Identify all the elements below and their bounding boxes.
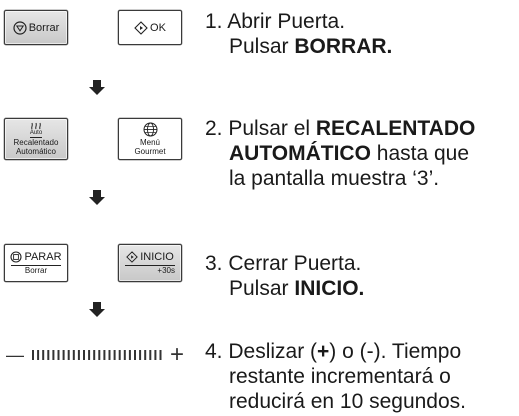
inicio-button[interactable]: INICIO +30s [118, 244, 182, 282]
slider-tick [77, 350, 80, 360]
stop-icon [10, 250, 23, 263]
slider-tick [159, 350, 162, 360]
step-1-text: 1. Abrir Puerta. Pulsar BORRAR. [205, 9, 392, 59]
diamond-start-icon [126, 250, 138, 263]
borrar-button-label: Borrar [28, 21, 60, 34]
slider-tick [37, 350, 40, 360]
slider-tick [47, 350, 50, 360]
touch-slider[interactable]: — + [6, 341, 194, 368]
step-3-line-2: Pulsar INICIO. [229, 277, 365, 300]
arrow-down-icon [89, 302, 105, 317]
slider-tick [88, 350, 91, 360]
slider-tick [139, 350, 142, 360]
recalentado-label: Recalentado [13, 138, 59, 147]
circle-down-triangle-icon [13, 20, 27, 35]
menu-gourmet-button[interactable]: Menú Gourmet [118, 118, 182, 160]
slider-tick [118, 350, 121, 360]
slider-tick [113, 350, 116, 360]
plus-30s-label: +30s [125, 264, 175, 276]
gourmet-label: Gourmet [134, 147, 166, 156]
slider-tick [128, 350, 131, 360]
globe-icon [143, 122, 157, 137]
step-3-line-1: 3. Cerrar Puerta. [205, 252, 362, 275]
slider-tick [62, 350, 65, 360]
slider-tick [32, 350, 34, 360]
step-2-line-2: AUTOMÁTICO hasta que [229, 142, 470, 165]
slider-plus: + [170, 341, 185, 368]
slider-tick [42, 350, 45, 360]
step-4-text: 4. Deslizar (+) o (-). Tiempo restante i… [205, 339, 466, 414]
slider-tick [123, 350, 126, 360]
slider-tick [103, 350, 106, 360]
diamond-start-icon [134, 20, 148, 35]
steam-icon [31, 122, 41, 130]
slider-minus: — [6, 345, 24, 365]
step-2-line-3: la pantalla muestra ‘3’. [229, 167, 440, 190]
slider-ticks [32, 350, 162, 360]
parar-borrar-button[interactable]: PARAR Borrar [4, 244, 68, 282]
step-4-line-3: reducirá en 10 segundos. [229, 390, 466, 413]
slider-tick [108, 350, 111, 360]
slider-tick [72, 350, 75, 360]
arrow-down-icon [89, 190, 105, 205]
slider-tick [57, 350, 60, 360]
step-4-line-1: 4. Deslizar (+) o (-). Tiempo [205, 340, 462, 363]
inicio-label: INICIO [140, 250, 174, 263]
slider-tick [154, 350, 157, 360]
step-1-line-1: 1. Abrir Puerta. [205, 10, 346, 33]
slider-tick [67, 350, 70, 360]
recalentado-auto-label: Auto [29, 130, 43, 138]
ok-button[interactable]: OK [118, 10, 182, 45]
slider-tick [98, 350, 101, 360]
parar-label: PARAR [24, 250, 62, 263]
slider-tick [93, 350, 96, 360]
step-2-text: 2. Pulsar el RECALENTADO AUTOMÁTICO hast… [205, 116, 475, 191]
menu-label: Menú [139, 138, 160, 147]
borrar-button[interactable]: Borrar [4, 10, 68, 45]
step-2-line-1: 2. Pulsar el RECALENTADO [205, 117, 476, 140]
slider-tick [149, 350, 152, 360]
recalentado-automatico-button[interactable]: Auto Recalentado Automático [4, 118, 68, 160]
step-4-line-2: restante incrementará o [229, 365, 451, 388]
slider-tick [52, 350, 55, 360]
slider-tick [144, 350, 147, 360]
slider-tick [83, 350, 85, 360]
borrar-sub-label: Borrar [11, 264, 61, 276]
step-3-text: 3. Cerrar Puerta. Pulsar INICIO. [205, 251, 364, 301]
slider-tick [134, 350, 136, 360]
step-1-line-2: Pulsar BORRAR. [229, 35, 393, 58]
arrow-down-icon [89, 80, 105, 95]
ok-button-label: OK [150, 21, 166, 34]
automatico-label: Automático [15, 147, 56, 156]
